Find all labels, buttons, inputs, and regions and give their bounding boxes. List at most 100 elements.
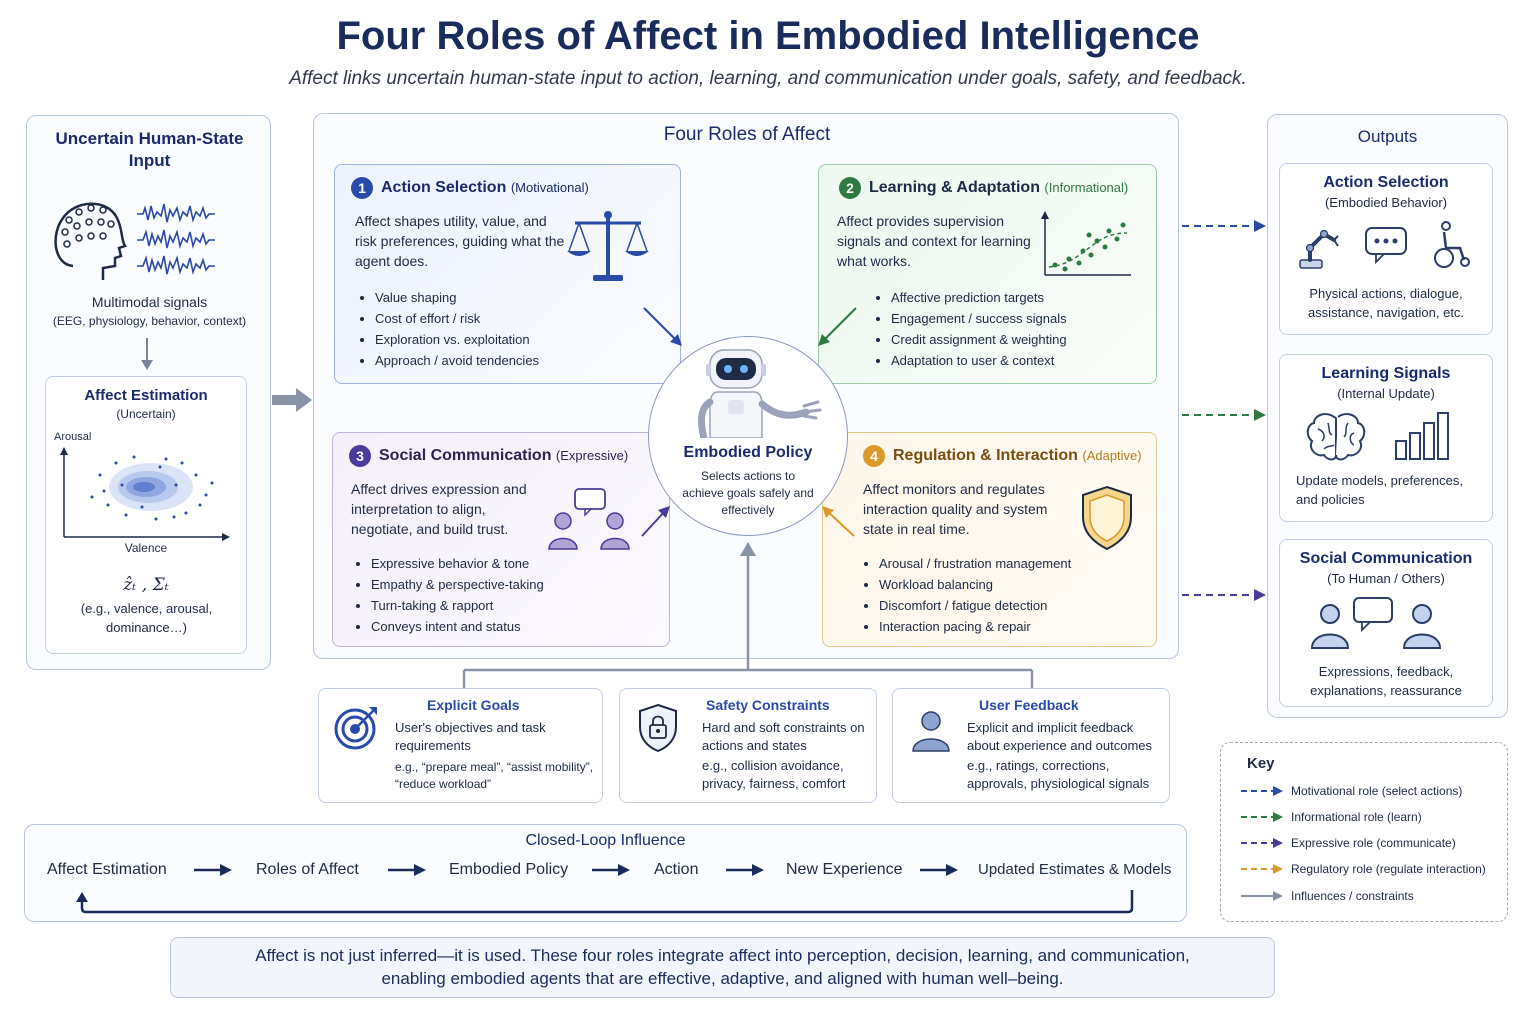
robot-icon: [698, 349, 822, 438]
key-label-expressive: Expressive role (communicate): [1291, 836, 1456, 850]
output-3-desc: Expressions, feedback, explanations, rea…: [1310, 664, 1462, 698]
footer-note: Affect is not just inferred—it is used. …: [170, 937, 1275, 998]
estimation-sub: (Uncertain): [116, 407, 176, 421]
loop-step-roles-of-affect: Roles of Affect: [256, 861, 359, 878]
key-label-influences: Influences / constraints: [1291, 889, 1414, 903]
list-item: Approach / avoid tendencies: [375, 350, 675, 371]
arousal-axis-label: Arousal: [54, 431, 92, 443]
role-4-desc: Affect monitors and regulates interactio…: [863, 481, 1048, 537]
input-to-roles-arrow: [272, 388, 312, 412]
list-item: Exploration vs. exploitation: [375, 329, 675, 350]
role-3-number: 3: [349, 445, 371, 467]
learning-curve-icon: [1041, 211, 1131, 276]
target-icon: [334, 707, 377, 750]
role-2-bullets: Affective prediction targets Engagement …: [873, 287, 1171, 371]
closed-loop-panel: Closed-Loop Influence: [24, 824, 1187, 922]
valence-arousal-plot: [60, 447, 230, 541]
scales-icon: [567, 211, 649, 281]
page-subtitle: Affect links uncertain human-state input…: [289, 68, 1247, 89]
list-item: Adaptation to user & context: [891, 350, 1171, 371]
list-item: Value shaping: [375, 287, 675, 308]
list-item: Expressive behavior & tone: [371, 553, 671, 574]
signals-label: Multimodal signals: [91, 294, 208, 310]
role-3-type: (Expressive): [555, 448, 629, 464]
policy-title: Embodied Policy: [683, 444, 813, 461]
valence-axis-label: Valence: [124, 541, 168, 555]
safety-example: e.g., collision avoidance, privacy, fair…: [702, 758, 846, 791]
output-arrows: [1182, 220, 1266, 601]
output-2-title: Learning Signals: [1321, 365, 1451, 382]
feedback-example: e.g., ratings, corrections, approvals, p…: [967, 758, 1150, 791]
output-action-selection: Action Selection (Embodied Behavior) Phy…: [1279, 163, 1493, 335]
output-1-title: Action Selection: [1323, 174, 1449, 191]
role-3-name: Social Communication: [379, 447, 552, 465]
key-label-informational: Informational role (learn): [1291, 810, 1422, 824]
role-1-name: Action Selection: [381, 179, 507, 197]
list-item: Credit assignment & weighting: [891, 329, 1171, 350]
loop-title: Closed-Loop Influence: [525, 832, 686, 849]
loop-step-updated-estimates: Updated Estimates & Models: [978, 861, 1172, 878]
policy-desc: Selects actions to achieve goals safely …: [682, 469, 814, 517]
down-arrow-icon: [141, 338, 153, 370]
estimate-symbol: ẑₜ , Σₜ: [123, 575, 169, 595]
signals-detail: (EEG, physiology, behavior, context): [52, 314, 247, 328]
list-item: Interaction pacing & repair: [879, 616, 1169, 637]
people-conversation-icon: [1310, 597, 1442, 649]
role-1-type: (Motivational): [510, 180, 589, 196]
output-social-communication: Social Communication (To Human / Others)…: [1279, 539, 1493, 707]
loop-step-action: Action: [654, 861, 699, 878]
page-title: Four Roles of Affect in Embodied Intelli…: [336, 14, 1200, 58]
constraints-connector: [462, 542, 1034, 688]
estimation-title: Affect Estimation: [84, 387, 208, 404]
head-eeg-icon: [54, 202, 215, 280]
role-2-number: 2: [839, 177, 861, 199]
goals-example: e.g., “prepare meal”, “assist mobility”,…: [395, 760, 594, 791]
roles-panel-title: Four Roles of Affect: [663, 124, 831, 145]
role-4-number: 4: [863, 445, 885, 467]
list-item: Arousal / frustration management: [879, 553, 1169, 574]
list-item: Conveys intent and status: [371, 616, 671, 637]
role-action-selection: 1 Action Selection (Motivational) Affect …: [334, 164, 681, 384]
input-panel-title: Uncertain Human-State Input: [55, 129, 244, 170]
loop-arrows: [76, 864, 1134, 914]
shield-icon: [1082, 485, 1132, 551]
loop-step-embodied-policy: Embodied Policy: [449, 861, 569, 878]
wheelchair-icon: [1434, 221, 1470, 268]
key-panel: Key Motivational role (select actions) I…: [1220, 742, 1508, 922]
key-label-regulatory: Regulatory role (regulate interaction): [1291, 862, 1486, 876]
bar-chart-icon: [1395, 412, 1449, 460]
people-chat-icon: [548, 488, 630, 550]
safety-desc: Hard and soft constraints on actions and…: [702, 720, 865, 753]
list-item: Discomfort / fatigue detection: [879, 595, 1169, 616]
output-3-sub: (To Human / Others): [1327, 571, 1445, 586]
input-panel: Uncertain Human-State Input Multimodal s…: [26, 115, 271, 670]
safety-title: Safety Constraints: [706, 697, 830, 713]
role-2-desc: Affect provides supervision signals and …: [837, 213, 1031, 269]
role-3-desc: Affect drives expression and interpretat…: [351, 481, 527, 537]
key-label-motivational: Motivational role (select actions): [1291, 784, 1463, 798]
goals-desc: User's objectives and task requirements: [395, 720, 546, 753]
key-line-informational: [1241, 812, 1283, 822]
brain-icon: [1306, 413, 1366, 461]
output-2-desc: Update models, preferences, and policies: [1296, 473, 1463, 507]
footer-line-2: enabling embodied agents that are effect…: [381, 969, 1064, 988]
role-1-title: 1 Action Selection (Motivational): [351, 177, 671, 199]
footer-line-1: Affect is not just inferred—it is used. …: [255, 946, 1190, 965]
key-line-influences: [1241, 891, 1283, 901]
robot-arm-icon: [1299, 229, 1339, 269]
list-item: Empathy & perspective-taking: [371, 574, 671, 595]
role-1-desc: Affect shapes utility, value, and risk p…: [355, 213, 565, 269]
role-3-title: 3 Social Communication (Expressive): [349, 445, 669, 467]
list-item: Workload balancing: [879, 574, 1169, 595]
loop-step-new-experience: New Experience: [786, 861, 903, 878]
goals-title: Explicit Goals: [427, 697, 520, 713]
list-item: Affective prediction targets: [891, 287, 1171, 308]
key-line-expressive: [1241, 838, 1283, 848]
output-1-sub: (Embodied Behavior): [1324, 195, 1448, 210]
role-1-number: 1: [351, 177, 373, 199]
output-1-desc: Physical actions, dialogue, assistance, …: [1307, 286, 1465, 320]
